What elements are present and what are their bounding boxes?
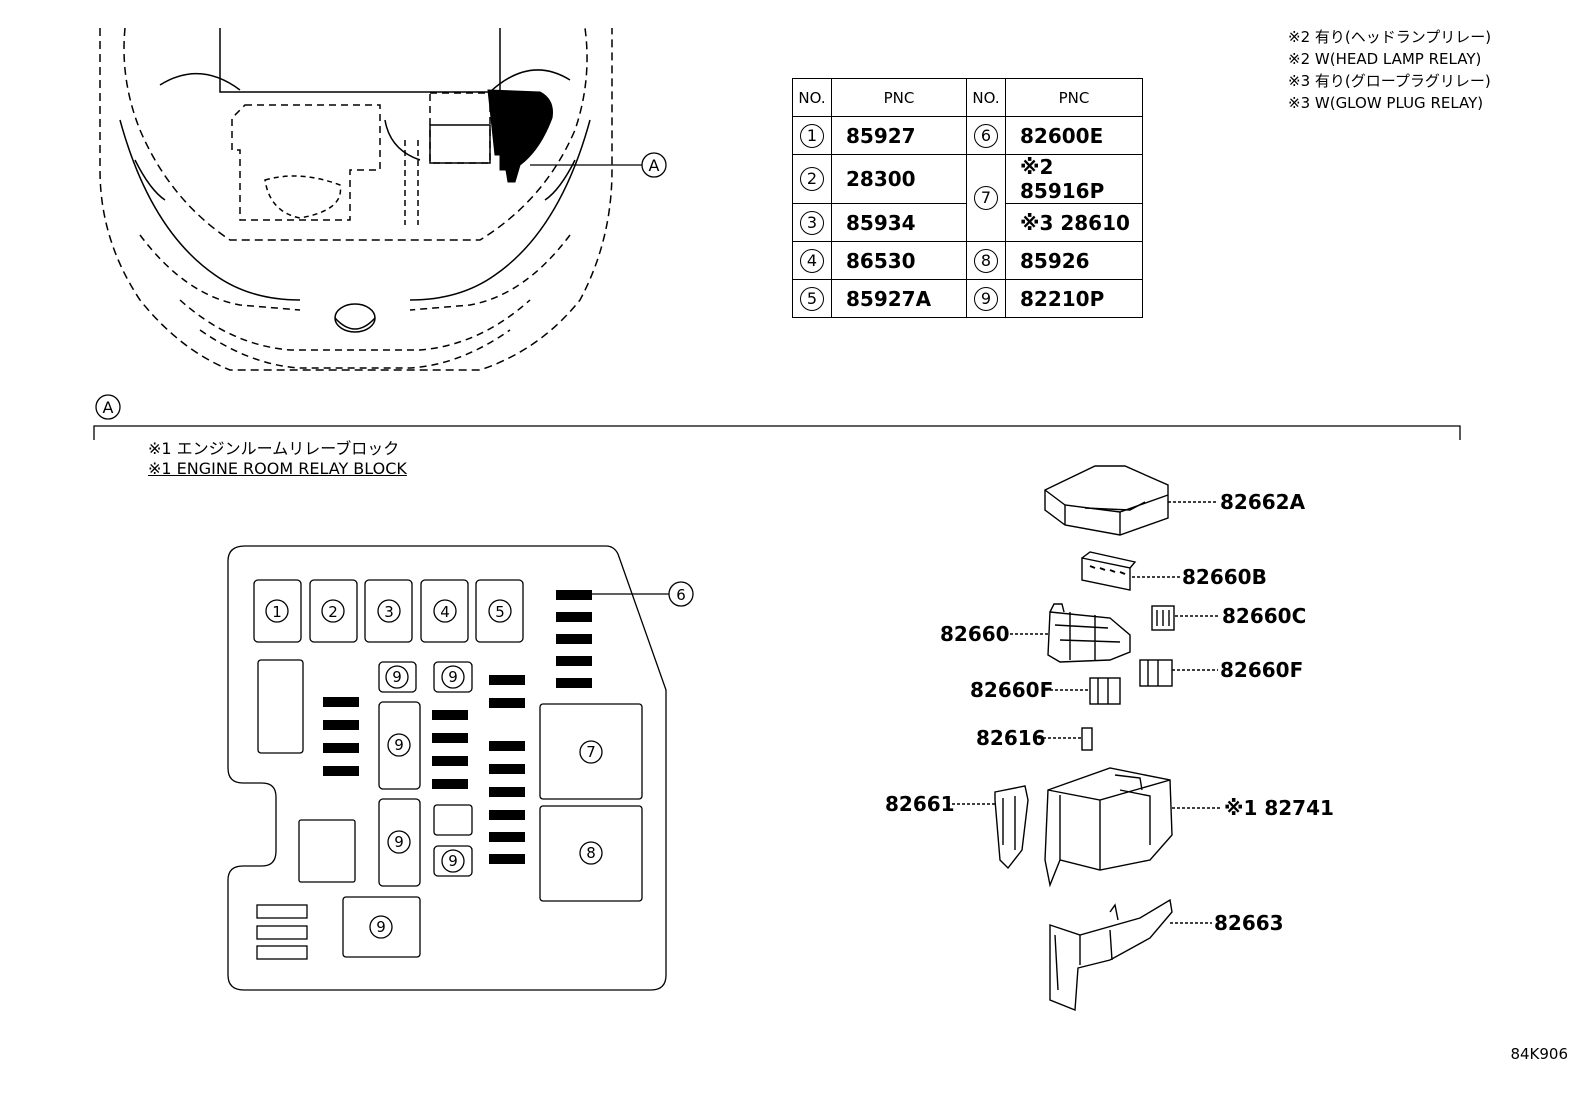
part-label-82662A: 82662A (1220, 490, 1306, 514)
part-82741-drawing (1044, 767, 1173, 888)
part-82660-drawing (1047, 603, 1131, 663)
mini-fuse-bars (323, 590, 592, 864)
part-82660F-left-drawing (1089, 677, 1121, 705)
car-front-view (99, 27, 613, 371)
svg-text:6: 6 (676, 586, 686, 604)
part-label-82660: 82660 (940, 622, 1010, 646)
row-number: 8 (966, 241, 1006, 280)
section-marker-circle (95, 394, 121, 420)
part-label-82660F-right: 82660F (1220, 658, 1304, 682)
relay-block-title-jp: ※1 エンジンルームリレーブロック (148, 439, 400, 458)
cover-drawing (1044, 465, 1169, 536)
table-row: 1 85927 6 82600E (792, 116, 1143, 155)
relay-notes: ※2 有り(ヘッドランプリレー) ※2 W(HEAD LAMP RELAY) ※… (1288, 26, 1491, 114)
row-pnc: 28300 (831, 154, 967, 204)
note-line: ※3 W(GLOW PLUG RELAY) (1288, 94, 1484, 112)
part-82661-drawing (994, 785, 1029, 870)
header-no: NO. (966, 78, 1006, 117)
table-row: 3 85934 ※3 28610 (792, 203, 1143, 242)
svg-text:2: 2 (328, 603, 338, 621)
table-row: 2 28300 7 ※2 85916P (792, 154, 1143, 242)
row-pnc: ※2 85916P (1005, 154, 1143, 204)
relay-block-title: ※1 エンジンルームリレーブロック ※1 ENGINE ROOM RELAY B… (148, 439, 407, 479)
svg-text:7: 7 (586, 743, 596, 761)
part-82660C-drawing (1151, 605, 1175, 631)
row-number: 4 (792, 241, 832, 280)
section-marker-label: A (103, 398, 114, 417)
svg-text:9: 9 (448, 852, 458, 870)
header-pnc: PNC (1005, 78, 1143, 117)
svg-text:9: 9 (392, 668, 402, 686)
table-row: 5 85927A 9 82210P (792, 279, 1143, 318)
header-pnc: PNC (831, 78, 967, 117)
drawing-code: 84K906 (1510, 1045, 1568, 1063)
view-marker-circle (641, 152, 667, 178)
note-line: ※3 有り(グロープラグリレー) (1288, 72, 1491, 90)
part-label-82661: 82661 (885, 792, 955, 816)
row-pnc: 86530 (831, 241, 967, 280)
note-line: ※2 W(HEAD LAMP RELAY) (1288, 50, 1482, 68)
row-number: 5 (792, 279, 832, 318)
row-number: 7 (966, 154, 1006, 242)
svg-text:9: 9 (394, 833, 404, 851)
svg-text:3: 3 (384, 603, 394, 621)
part-label-82660B: 82660B (1182, 565, 1267, 589)
table-row: 4 86530 8 85926 (792, 241, 1143, 280)
row-pnc: 85934 (831, 203, 967, 242)
svg-text:4: 4 (440, 603, 450, 621)
header-no: NO. (792, 78, 832, 117)
block-number-labels: 1 2 3 4 5 6 9 9 9 9 9 9 7 8 (272, 586, 686, 936)
part-82663-drawing (1049, 898, 1173, 1012)
part-82660F-right-drawing (1139, 659, 1173, 687)
relay-block-location-highlight (487, 89, 553, 183)
row-number: 1 (792, 116, 832, 155)
exploded-parts (947, 465, 1222, 1012)
row-pnc: 82600E (1005, 116, 1143, 155)
part-label-82663: 82663 (1214, 911, 1284, 935)
relay-block-title-en: ※1 ENGINE ROOM RELAY BLOCK (148, 459, 407, 478)
section-separator (93, 425, 1461, 440)
row-pnc: ※3 28610 (1005, 203, 1143, 242)
svg-text:1: 1 (272, 603, 282, 621)
row-number: 6 (966, 116, 1006, 155)
svg-text:9: 9 (448, 668, 458, 686)
view-marker-label: A (649, 156, 660, 175)
row-pnc: 85926 (1005, 241, 1143, 280)
svg-text:9: 9 (394, 736, 404, 754)
row-pnc: 82210P (1005, 279, 1143, 318)
row-number: 9 (966, 279, 1006, 318)
svg-text:8: 8 (586, 844, 596, 862)
table-header-row: NO. PNC NO. PNC (792, 78, 1143, 117)
note-line: ※2 有り(ヘッドランプリレー) (1288, 28, 1492, 46)
part-82660B-drawing (1081, 551, 1137, 591)
svg-text:5: 5 (495, 603, 505, 621)
row-pnc: 85927 (831, 116, 967, 155)
part-label-82741: ※1 82741 (1224, 796, 1334, 820)
relay-block-layout (227, 545, 694, 991)
row-pnc: 85927A (831, 279, 967, 318)
row-number: 3 (792, 203, 832, 242)
part-label-82660F-left: 82660F (970, 678, 1054, 702)
row-number: 2 (792, 154, 832, 204)
part-label-82616: 82616 (976, 726, 1046, 750)
pnc-table: NO. PNC NO. PNC 1 85927 6 82600E 2 28300… (792, 78, 1143, 318)
part-label-82660C: 82660C (1222, 604, 1307, 628)
part-82616-drawing (1081, 727, 1093, 751)
svg-text:9: 9 (376, 918, 386, 936)
